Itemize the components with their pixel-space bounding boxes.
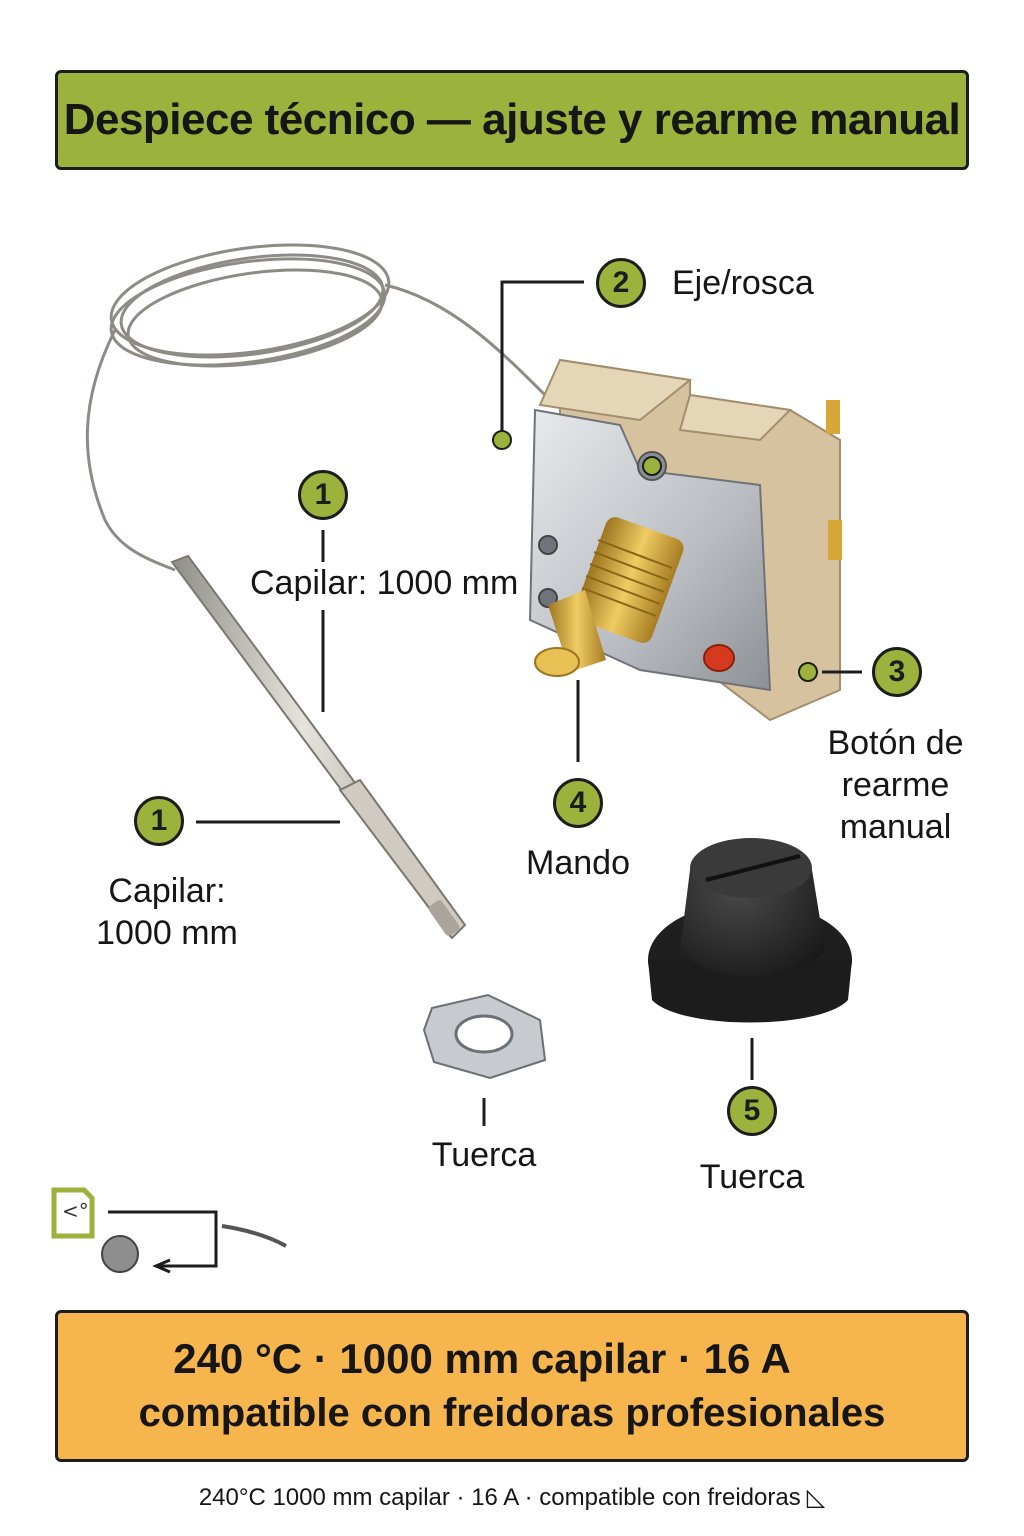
callout-badge-5: 5 <box>727 1086 777 1136</box>
sensor-probe-icon <box>101 1235 139 1273</box>
spec-line-2: compatible con freidoras profesionales <box>138 1391 886 1435</box>
label-shaft-thread: Eje/rosca <box>672 264 814 302</box>
callout-badge-1b: 1 <box>134 796 184 846</box>
spec-banner: 240 °C · 1000 mm capilar · 16 A compatib… <box>55 1310 969 1462</box>
label-capillary-top: Capilar: 1000 mm <box>250 564 519 602</box>
label-callout-5: Tuerca <box>699 1158 805 1196</box>
callout-badge-3: 3 <box>872 647 922 697</box>
ruler-triangle-icon: ◺ <box>806 1484 826 1511</box>
leader-lines <box>196 280 862 1126</box>
capillary-coil <box>85 243 547 572</box>
probe-bulb <box>170 554 467 940</box>
label-capillary-side: Capilar: 1000 mm <box>96 872 238 952</box>
title-banner: Despiece técnico — ajuste y rearme manua… <box>55 70 969 170</box>
label-knob: Mando <box>526 844 630 882</box>
callout-badge-1a: 1 <box>298 470 348 520</box>
footer-note: 240°C 1000 mm capilar · 16 A · compatibl… <box>0 1480 1024 1516</box>
callout-badge-2: 2 <box>596 258 646 308</box>
document-code-icon: <° <box>51 1187 95 1239</box>
hex-nut <box>422 993 547 1080</box>
svg-text:<°: <° <box>62 1199 89 1223</box>
callout-badge-4: 4 <box>553 778 603 828</box>
thermostat-body <box>528 358 842 722</box>
arrow-left-icon <box>152 1258 171 1274</box>
brass-shaft <box>534 517 684 677</box>
wiring-schematic-icon: <° <box>51 1187 287 1274</box>
page-title: Despiece técnico — ajuste y rearme manua… <box>63 95 961 144</box>
spec-line-1: 240 °C · 1000 mm capilar · 16 A <box>173 1335 791 1382</box>
footer-note-text: 240°C 1000 mm capilar · 16 A · compatibl… <box>198 1484 801 1511</box>
leader-dots <box>492 430 818 682</box>
label-nut: Tuerca <box>431 1136 537 1174</box>
label-reset-button: Botón de rearme manual <box>827 724 964 846</box>
black-knob <box>648 838 852 1023</box>
